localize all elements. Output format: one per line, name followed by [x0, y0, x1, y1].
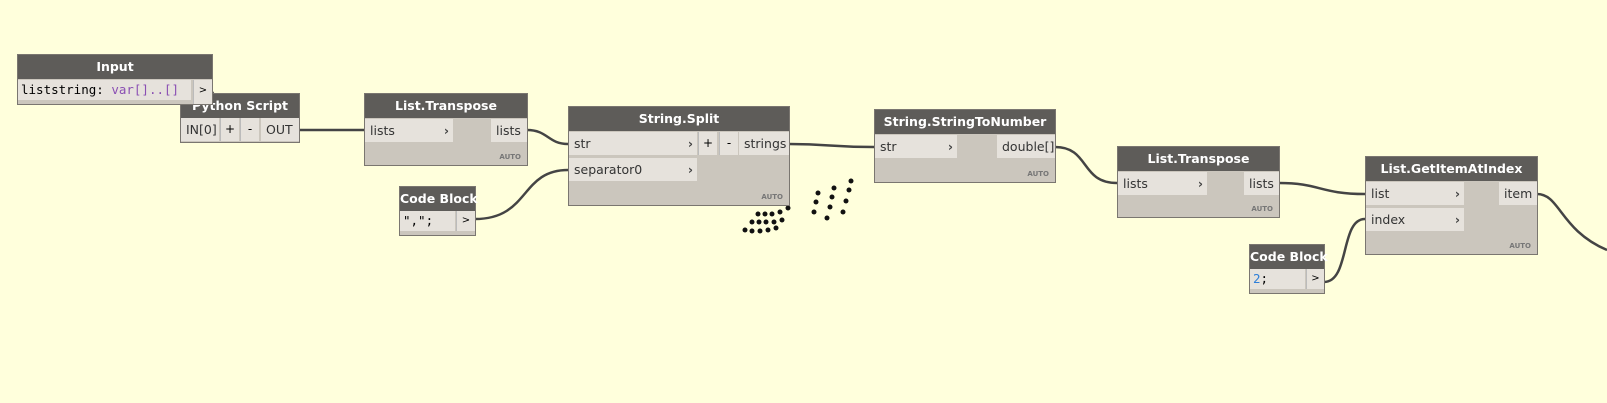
input-port-separator0[interactable]: separator0 ›	[569, 158, 697, 181]
lacing-label: AUTO	[1509, 242, 1531, 250]
input-port-list[interactable]: list ›	[1366, 182, 1464, 205]
port-label: str	[574, 136, 591, 151]
output-port-double[interactable]: double[]	[997, 135, 1055, 158]
code-number: 2	[1253, 271, 1261, 286]
code-editor[interactable]: 2;	[1250, 269, 1305, 289]
variable-name: liststring	[21, 82, 97, 97]
node-string-split[interactable]: String.Split str › separator0 › + - string…	[568, 106, 790, 206]
input-port-str[interactable]: str ›	[569, 132, 697, 155]
wire-code1-split	[474, 168, 569, 221]
preview-dots	[742, 178, 854, 234]
chevron-right-icon: ›	[687, 162, 693, 177]
output-port[interactable]: >	[193, 80, 212, 104]
wire-getitem-out	[1536, 192, 1607, 252]
type-keyword: var[]..[]	[111, 82, 180, 97]
input-port-lists[interactable]: lists ›	[1118, 172, 1207, 195]
port-label: str	[880, 139, 897, 154]
output-port[interactable]: >	[456, 211, 475, 231]
node-title: List.Transpose	[1118, 147, 1279, 171]
output-port-lists[interactable]: lists	[491, 119, 527, 142]
node-list-transpose[interactable]: List.Transpose lists › lists AUTO	[1117, 146, 1280, 218]
output-port-item[interactable]: item	[1499, 182, 1537, 205]
output-port-out[interactable]: OUT	[261, 118, 299, 141]
wire-code2-getitem	[1323, 217, 1366, 284]
wire-transpose2-getitem	[1278, 181, 1366, 196]
node-title: Input	[18, 55, 212, 79]
output-port[interactable]: >	[1306, 269, 1324, 289]
wire-transpose1-split	[526, 128, 569, 146]
code-text: ;	[1260, 271, 1269, 286]
node-code-block[interactable]: Code Block ","; >	[399, 186, 478, 236]
input-port-in0[interactable]: IN[0]	[181, 118, 219, 141]
wire-split-s2n	[788, 142, 875, 149]
node-string-to-number[interactable]: String.StringToNumber str › double[] AUTO	[874, 109, 1056, 183]
chevron-right-icon: ›	[687, 136, 693, 151]
node-input[interactable]: Input liststring: var[]..[] >	[17, 54, 213, 105]
remove-input-button[interactable]: -	[240, 118, 259, 141]
chevron-right-icon: ›	[1454, 212, 1460, 227]
port-label: lists	[370, 123, 395, 138]
chevron-right-icon: ›	[1454, 186, 1460, 201]
chevron-right-icon: ›	[947, 139, 953, 154]
port-label: list	[1371, 186, 1390, 201]
output-port-strings[interactable]: strings	[739, 132, 789, 155]
input-port-index[interactable]: index ›	[1366, 208, 1464, 231]
output-port-lists[interactable]: lists	[1244, 172, 1279, 195]
node-title: List.GetItemAtIndex	[1366, 157, 1537, 181]
lacing-label: AUTO	[499, 153, 521, 161]
add-input-button[interactable]: +	[698, 132, 717, 155]
lacing-label: AUTO	[1251, 205, 1273, 213]
add-input-button[interactable]: +	[220, 118, 239, 141]
port-label: separator0	[574, 162, 643, 177]
node-title: String.StringToNumber	[875, 110, 1055, 134]
port-label: index	[1371, 212, 1406, 227]
node-code-block[interactable]: Code Block 2; >	[1249, 244, 1328, 294]
port-label: lists	[1123, 176, 1148, 191]
separator: :	[96, 82, 112, 97]
input-port-lists[interactable]: lists ›	[365, 119, 453, 142]
lacing-label: AUTO	[761, 193, 783, 201]
input-definition[interactable]: liststring: var[]..[]	[18, 80, 191, 100]
node-python-script[interactable]: Python Script IN[0] + - OUT	[180, 93, 300, 143]
code-editor[interactable]: ",";	[400, 211, 455, 231]
lacing-label: AUTO	[1027, 170, 1049, 178]
input-port-str[interactable]: str ›	[875, 135, 957, 158]
node-title: Code Block	[400, 187, 478, 211]
wire-s2n-transpose2	[1054, 145, 1118, 185]
node-title: List.Transpose	[365, 94, 527, 118]
remove-input-button[interactable]: -	[719, 132, 738, 155]
chevron-right-icon: ›	[1197, 176, 1203, 191]
node-get-item-at-index[interactable]: List.GetItemAtIndex list › index › item AU…	[1365, 156, 1538, 255]
node-list-transpose[interactable]: List.Transpose lists › lists AUTO	[364, 93, 528, 166]
node-title: Code Block	[1250, 245, 1328, 269]
node-title: String.Split	[569, 107, 789, 131]
chevron-right-icon: ›	[443, 123, 449, 138]
